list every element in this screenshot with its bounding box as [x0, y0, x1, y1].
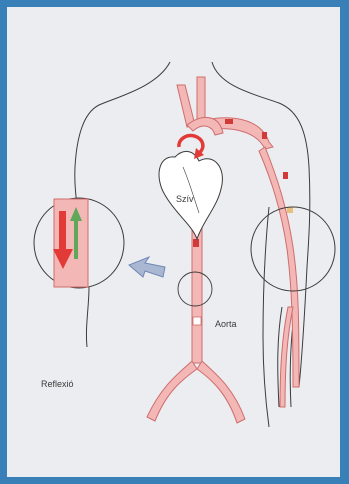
iliac-arteries	[147, 361, 245, 423]
aorta-marker	[193, 239, 199, 247]
arm-marker-3	[283, 172, 288, 179]
heart	[159, 136, 222, 239]
aortic-arch	[177, 77, 273, 149]
left-arrow-icon	[129, 257, 165, 277]
heart-label: Szív	[176, 194, 194, 204]
arm-marker-2	[262, 132, 267, 139]
arterial-reflection-diagram: Szív Aorta Reflexió	[7, 7, 340, 477]
reflex-label: Reflexió	[41, 379, 74, 389]
aorta-clip	[193, 317, 201, 325]
reflection-zoom	[34, 198, 124, 288]
arm-marker-1	[225, 119, 233, 124]
arm-marker-4	[287, 207, 293, 213]
aorta-label: Aorta	[215, 319, 237, 329]
